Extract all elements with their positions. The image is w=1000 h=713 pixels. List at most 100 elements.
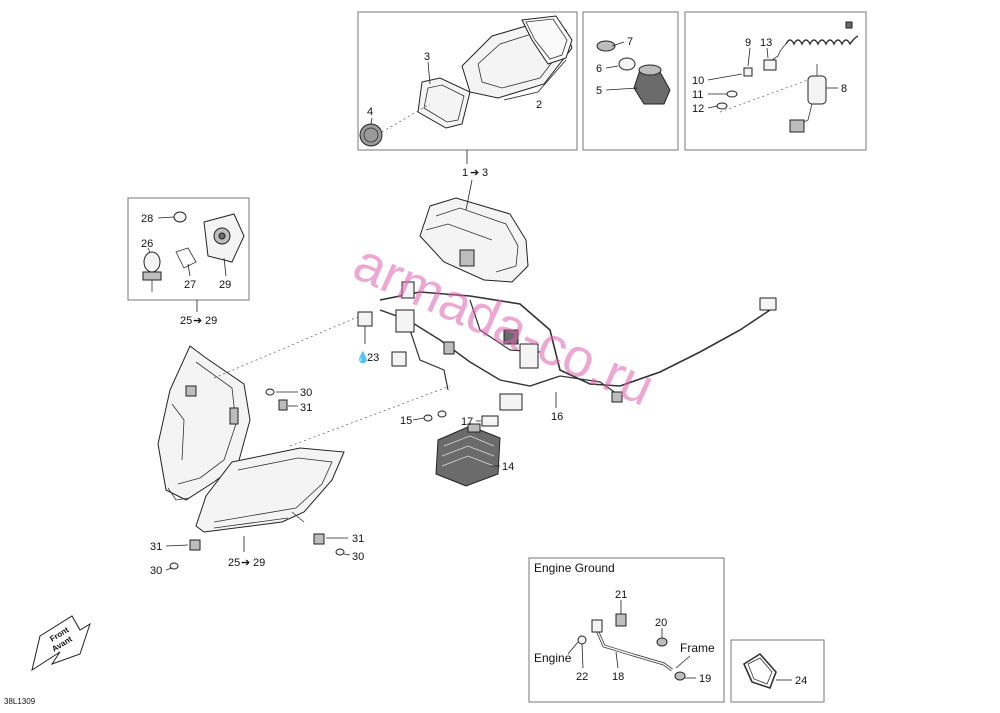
label-19[interactable]: 19 bbox=[699, 673, 711, 685]
fastener-part-30[interactable] bbox=[265, 388, 288, 411]
label-3[interactable]: 3 bbox=[424, 51, 430, 63]
label-13[interactable]: 13 bbox=[760, 37, 772, 49]
leader-3 bbox=[427, 61, 431, 85]
leader-31b bbox=[165, 544, 189, 547]
leader-4 bbox=[370, 117, 373, 125]
label-30b[interactable]: 30 bbox=[150, 565, 162, 577]
label-21[interactable]: 21 bbox=[615, 589, 627, 601]
arrow-right-icon: ➔ bbox=[470, 167, 479, 179]
headlight-housing[interactable] bbox=[157, 345, 251, 501]
leader-frame bbox=[675, 655, 691, 669]
sensor-clip-part-9[interactable] bbox=[743, 59, 777, 77]
leader-28 bbox=[157, 216, 175, 219]
front-direction-arrow: Front Avant bbox=[31, 615, 91, 672]
label-31b[interactable]: 31 bbox=[150, 541, 162, 553]
svg-text:29: 29 bbox=[253, 557, 265, 569]
label-26[interactable]: 26 bbox=[141, 238, 153, 250]
guide-line bbox=[719, 79, 809, 113]
reference-25-to-29-top[interactable]: 25 ➔ 29 bbox=[180, 315, 217, 327]
arrow-right-icon: ➔ bbox=[193, 315, 202, 327]
leader-26 bbox=[147, 247, 151, 253]
reflector-cap-part-29[interactable] bbox=[203, 213, 245, 263]
wiring-harness-part-16[interactable] bbox=[379, 281, 777, 411]
sensor-rings-part-10-12[interactable] bbox=[716, 90, 738, 110]
guide-line bbox=[381, 103, 431, 133]
leader-30b bbox=[165, 567, 173, 571]
label-7[interactable]: 7 bbox=[627, 36, 633, 48]
sensor-part-8[interactable] bbox=[789, 64, 827, 133]
label-18[interactable]: 18 bbox=[612, 671, 624, 683]
label-24[interactable]: 24 bbox=[795, 675, 807, 687]
gauge-cover-part-2[interactable] bbox=[461, 15, 573, 99]
label-27[interactable]: 27 bbox=[184, 279, 196, 291]
guide-line bbox=[213, 315, 361, 379]
gauge-face-part-4[interactable] bbox=[359, 123, 383, 147]
label-5[interactable]: 5 bbox=[596, 85, 602, 97]
leader-18 bbox=[615, 651, 619, 669]
engine-label: Engine bbox=[534, 651, 572, 665]
arrow-right-icon: ➔ bbox=[241, 557, 250, 569]
frame-label: Frame bbox=[680, 641, 715, 655]
label-31c[interactable]: 31 bbox=[352, 533, 364, 545]
svg-text:29: 29 bbox=[205, 315, 217, 327]
label-4[interactable]: 4 bbox=[367, 106, 373, 118]
nut-part-19[interactable] bbox=[674, 671, 686, 681]
leader-22 bbox=[581, 643, 584, 669]
gauge-bezel-part-3[interactable] bbox=[417, 77, 471, 129]
label-20[interactable]: 20 bbox=[655, 617, 667, 629]
socket-part-28[interactable] bbox=[173, 211, 187, 223]
switch-body-part-5[interactable] bbox=[633, 64, 671, 105]
leader-9 bbox=[747, 47, 751, 67]
leader-29 bbox=[223, 257, 227, 277]
switch-nut-part-6[interactable] bbox=[596, 40, 636, 71]
coiled-cable-part-13[interactable] bbox=[771, 21, 859, 61]
label-31a[interactable]: 31 bbox=[300, 402, 312, 414]
label-12[interactable]: 12 bbox=[692, 103, 704, 115]
reference-1-to-3[interactable]: 1 ➔ 3 bbox=[462, 167, 488, 179]
label-6[interactable]: 6 bbox=[596, 63, 602, 75]
nut-part-20[interactable] bbox=[656, 637, 668, 647]
label-8[interactable]: 8 bbox=[841, 83, 847, 95]
label-28[interactable]: 28 bbox=[141, 213, 153, 225]
gauge-inset-box bbox=[357, 11, 578, 151]
connector-part-17[interactable] bbox=[481, 415, 499, 427]
engine-ground-box bbox=[528, 557, 725, 703]
fasteners-bottom[interactable] bbox=[169, 533, 345, 570]
guide-line bbox=[289, 385, 451, 447]
label-29[interactable]: 29 bbox=[219, 279, 231, 291]
bulb-part-26[interactable] bbox=[142, 251, 162, 292]
gauge-assembly[interactable] bbox=[419, 197, 529, 283]
label-11[interactable]: 11 bbox=[692, 89, 703, 101]
label-15[interactable]: 15 bbox=[400, 415, 412, 427]
label-14[interactable]: 14 bbox=[502, 461, 514, 473]
label-2[interactable]: 2 bbox=[536, 99, 542, 111]
label-23[interactable]: 💧 23 bbox=[356, 351, 379, 364]
leader-engine bbox=[567, 641, 579, 655]
leader-30c bbox=[343, 553, 351, 556]
label-9[interactable]: 9 bbox=[745, 37, 751, 49]
regulator-part-14[interactable] bbox=[435, 423, 501, 487]
clip-part-27[interactable] bbox=[175, 247, 197, 269]
connector-part-23[interactable] bbox=[357, 311, 373, 327]
leader-5 bbox=[605, 87, 639, 91]
washer-part-22[interactable] bbox=[577, 635, 587, 645]
label-17[interactable]: 17 bbox=[461, 416, 473, 428]
leader-10 bbox=[707, 73, 743, 81]
gasket-part-24[interactable] bbox=[742, 652, 777, 690]
label-30a[interactable]: 30 bbox=[300, 387, 312, 399]
reference-25-to-29-bottom[interactable]: 25 ➔ 29 bbox=[228, 557, 265, 569]
label-16[interactable]: 16 bbox=[551, 411, 563, 423]
ground-cable-part-18[interactable] bbox=[591, 619, 673, 672]
bolt-part-21[interactable] bbox=[615, 613, 627, 627]
label-30c[interactable]: 30 bbox=[352, 551, 364, 563]
droplet-icon: 💧 bbox=[356, 351, 370, 364]
svg-text:25: 25 bbox=[180, 315, 192, 327]
label-22[interactable]: 22 bbox=[576, 671, 588, 683]
label-10[interactable]: 10 bbox=[692, 75, 704, 87]
headlight-lens[interactable] bbox=[195, 447, 345, 533]
screws-part-15[interactable] bbox=[423, 410, 447, 422]
svg-text:1: 1 bbox=[462, 167, 468, 179]
svg-text:23: 23 bbox=[367, 352, 379, 364]
